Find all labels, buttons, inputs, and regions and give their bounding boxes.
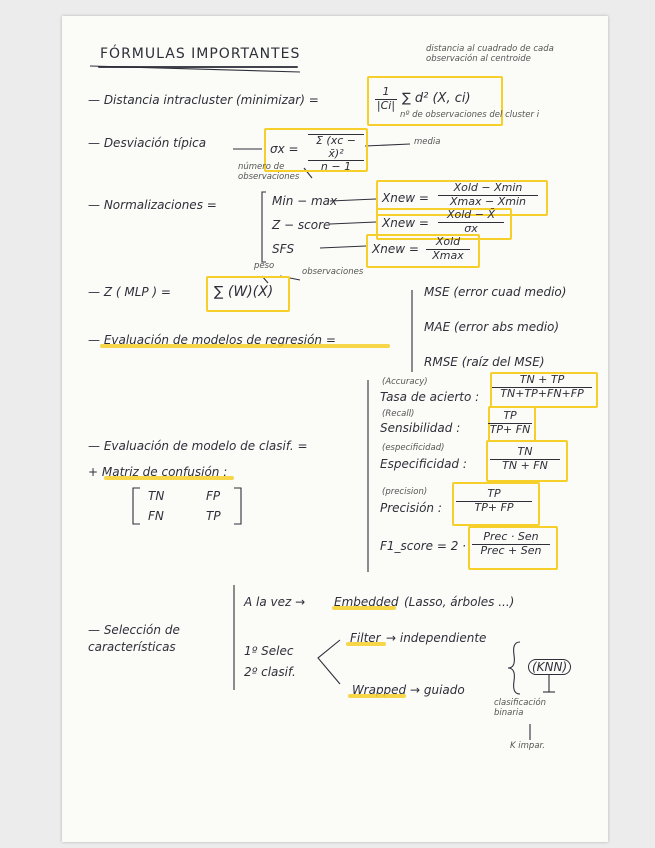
metric-accuracy-num: TN + TP [492, 373, 592, 388]
metric-precision-num: TP [456, 487, 532, 502]
knn-note-binaria: clasificación binaria [494, 698, 547, 719]
norm-sfs-name: SFS [272, 242, 295, 256]
metric-f1-box [468, 526, 558, 570]
norm-zscore-den: σx [464, 221, 478, 235]
norm-minmax-box [376, 180, 548, 216]
seleccion-filter: Filter [350, 631, 381, 645]
metric-specificity-box [486, 440, 568, 482]
metric-f1-num: Prec · Sen [472, 530, 550, 545]
metric-specificity-den: TN + FN [502, 458, 548, 472]
metric-accuracy-name: Tasa de acierto : [380, 390, 480, 404]
note-squared-distance: distancia al cuadrado de cada observació… [426, 44, 554, 65]
metric-accuracy-fraction: TN + TP TN+TP+FN+FP [492, 373, 592, 400]
metric-f1-fraction: Prec · Sen Prec + Sen [472, 530, 550, 557]
title-highlight [98, 66, 298, 68]
distancia-num: 1 [375, 85, 397, 100]
clasif-label: — Evaluación de modelo de clasif. = [88, 439, 308, 453]
metric-f1-name: F1_score = 2 · [380, 539, 466, 553]
metric-precision-den: TP+ FP [474, 500, 514, 514]
desviacion-num: Σ (xc − x̄)² [308, 134, 364, 162]
metric-specificity-small: (especificidad) [382, 443, 445, 453]
desviacion-lhs: σx = [270, 142, 299, 156]
norm-minmax-den: Xmax − Xmin [450, 194, 526, 208]
seleccion-wrapped: Wrapped [352, 683, 407, 697]
notebook-page [62, 16, 608, 842]
note-n-obs: número de observaciones [238, 162, 300, 183]
metric-recall-fraction: TP TP+ FN [488, 409, 532, 436]
normalizaciones-label: — Normalizaciones = [88, 198, 217, 212]
norm-minmax-lhs: Xnew = [382, 191, 429, 205]
metric-accuracy-den: TN+TP+FN+FP [500, 386, 584, 400]
seleccion-knn: (KNN) [528, 659, 572, 675]
filter-highlight [346, 642, 386, 646]
distancia-formula-box [367, 76, 503, 126]
embedded-highlight [332, 606, 396, 610]
seleccion-paso1: 1º Selec [244, 644, 294, 658]
mlp-obs-note: observaciones [302, 267, 364, 277]
metric-recall-num: TP [488, 409, 532, 424]
matriz-highlight [104, 476, 234, 480]
norm-sfs-num: Xold [426, 235, 470, 250]
metric-precision-small: (precision) [382, 487, 428, 497]
seleccion-paso2: 2º clasif. [244, 665, 296, 679]
distancia-den: |Ci| [376, 98, 396, 112]
seleccion-a-la-vez: A la vez → [244, 595, 306, 609]
norm-sfs-lhs: Xnew = [372, 242, 419, 256]
norm-sfs-box [366, 234, 480, 268]
wrapped-highlight [348, 694, 406, 698]
norm-sfs-fraction: Xold Xmax [426, 235, 470, 262]
norm-zscore-num: Xold − X̄ [438, 208, 504, 223]
mlp-peso-note: peso [254, 261, 275, 271]
matriz-tp: TP [206, 509, 221, 523]
regresion-label: — Evaluación de modelos de regresión = [88, 333, 336, 347]
seleccion-embedded-examples: (Lasso, árboles ...) [404, 595, 515, 609]
seleccion-embedded: Embedded [334, 595, 399, 609]
regresion-item-2: MAE (error abs medio) [424, 320, 560, 334]
regresion-highlight [100, 344, 390, 348]
seleccion-filter-desc: → independiente [386, 631, 487, 645]
metric-accuracy-box [490, 372, 598, 408]
metric-specificity-name: Especificidad : [380, 457, 467, 471]
knn-note-impar: K impar. [510, 741, 545, 751]
norm-minmax-name: Min − max [272, 194, 338, 208]
norm-minmax-num: Xold − Xmin [438, 181, 538, 196]
mlp-formula: ∑ (W)(X) [214, 284, 274, 300]
seleccion-label: — Selección de características [88, 623, 180, 654]
norm-zscore-box [376, 208, 512, 240]
metric-specificity-fraction: TN TN + FN [490, 445, 560, 472]
note-obs-cluster: nº de observaciones del cluster i [400, 110, 540, 120]
desviacion-formula-box [264, 128, 368, 172]
mlp-label: — Z ( MLP ) = [88, 285, 171, 299]
distancia-fraction: 1 |Ci| [375, 85, 397, 112]
metric-recall-den: TP+ FN [489, 422, 531, 436]
distancia-label: — Distancia intracluster (minimizar) = [88, 93, 319, 107]
norm-minmax-fraction: Xold − Xmin Xmax − Xmin [438, 181, 538, 208]
matriz-fn: FN [148, 509, 164, 523]
seleccion-wrapped-desc: → guiado [410, 683, 465, 697]
desviacion-den: n − 1 [320, 160, 352, 174]
metric-specificity-num: TN [490, 445, 560, 460]
mlp-box [206, 276, 290, 312]
desviacion-label: — Desviación típica [88, 136, 207, 150]
distancia-sum: ∑ d² (X, ci) [402, 91, 471, 106]
matriz-label: + Matriz de confusión : [88, 465, 228, 479]
metric-recall-small: (Recall) [382, 409, 415, 419]
note-media: media [414, 137, 441, 147]
norm-zscore-name: Z − score [272, 218, 331, 232]
metric-f1-den: Prec + Sen [480, 543, 542, 557]
norm-zscore-lhs: Xnew = [382, 216, 429, 230]
metric-accuracy-small: (Accuracy) [382, 377, 428, 387]
metric-recall-name: Sensibilidad : [380, 421, 461, 435]
norm-sfs-den: Xmax [432, 248, 464, 262]
regresion-item-3: RMSE (raíz del MSE) [424, 355, 545, 369]
page-title: FÓRMULAS IMPORTANTES [100, 46, 301, 62]
norm-zscore-fraction: Xold − X̄ σx [438, 208, 504, 235]
metric-precision-box [452, 482, 540, 526]
regresion-item-1: MSE (error cuad medio) [424, 285, 567, 299]
metric-precision-name: Precisión : [380, 501, 442, 515]
metric-precision-fraction: TP TP+ FP [456, 487, 532, 514]
desviacion-fraction: Σ (xc − x̄)² n − 1 [308, 134, 364, 174]
matriz-fp: FP [206, 489, 221, 503]
matriz-tn: TN [148, 489, 165, 503]
